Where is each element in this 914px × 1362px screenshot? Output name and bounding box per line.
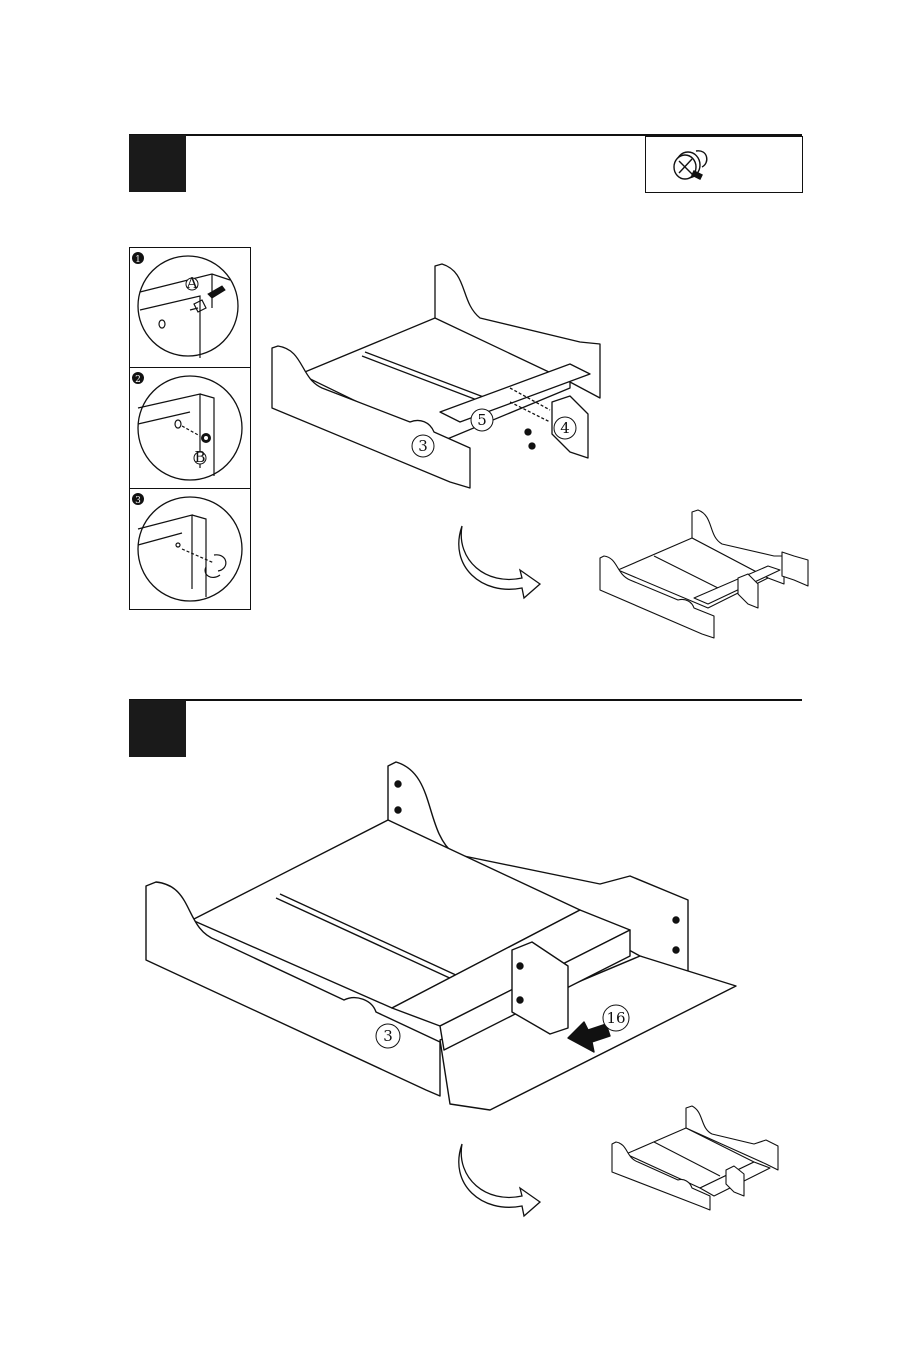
detail-label-a: A xyxy=(186,274,198,292)
part-label-4: 4 xyxy=(560,419,570,437)
step2-result-drawing xyxy=(610,1104,782,1214)
part-label-3: 3 xyxy=(418,437,428,455)
step1-result-drawing xyxy=(598,508,812,640)
detail-marker-1: 1 xyxy=(135,255,141,265)
cam-lock-screw-icon xyxy=(646,137,802,192)
detail-marker-2: 2 xyxy=(135,375,141,385)
step2-header-rule xyxy=(129,699,802,701)
step1-result-arrow xyxy=(456,522,546,602)
step2-assembly-drawing: 3 16 xyxy=(140,760,740,1116)
step1-assembly-drawing: 3 5 4 xyxy=(270,262,640,492)
step2-number-block xyxy=(129,700,186,757)
detail-panel-2: 2 B xyxy=(129,367,251,490)
detail-panel-3: 3 xyxy=(129,488,251,610)
detail-panel-1: 1 A xyxy=(129,247,251,369)
step1-number-block xyxy=(129,135,186,192)
part-label-3-step2: 3 xyxy=(383,1027,393,1045)
part-label-16: 16 xyxy=(606,1009,625,1027)
detail-marker-3: 3 xyxy=(135,496,141,506)
step1-hardware-box xyxy=(645,136,803,193)
step2-result-arrow xyxy=(456,1140,546,1220)
part-label-5: 5 xyxy=(477,411,487,429)
detail-label-b: B xyxy=(194,448,205,466)
